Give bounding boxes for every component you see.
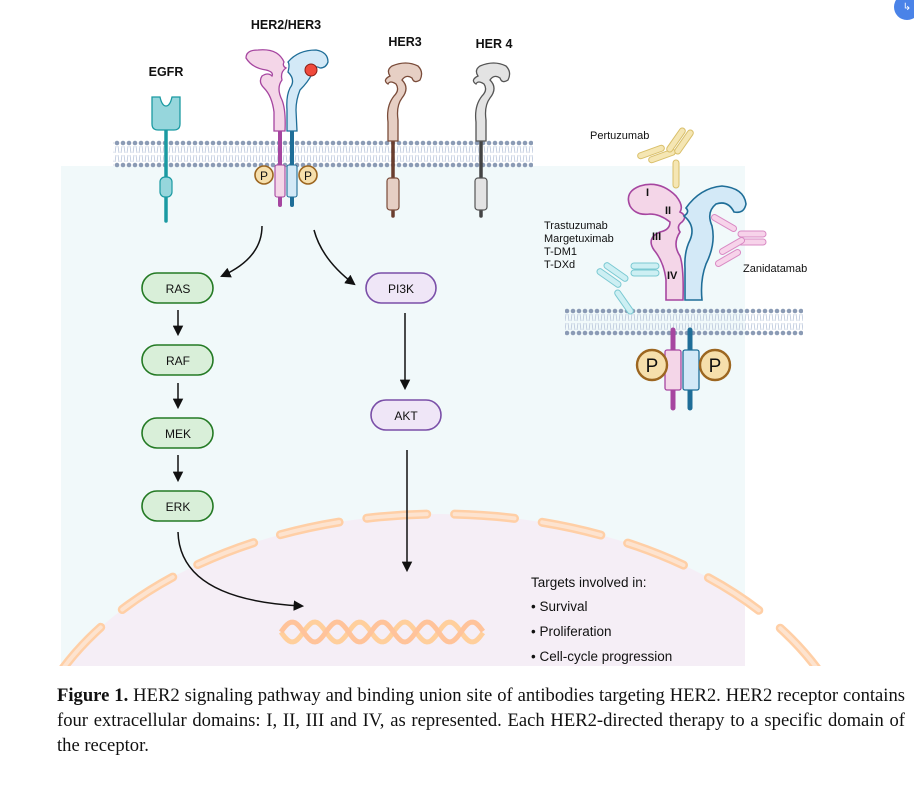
figure-caption: Figure 1. HER2 signaling pathway and bin… xyxy=(57,683,905,758)
svg-text:ERK: ERK xyxy=(166,500,191,514)
label-egfr: EGFR xyxy=(149,65,184,79)
node-ras: RAS xyxy=(141,272,214,304)
egfr-receptor xyxy=(151,96,181,223)
label-tdxd: T-DXd xyxy=(544,259,575,271)
overlay-action-button[interactable]: ↳ xyxy=(894,0,914,20)
svg-text:P: P xyxy=(304,169,312,183)
caption-label: Figure 1. xyxy=(57,685,129,706)
arrow-erk-dna xyxy=(177,531,305,611)
node-erk: ERK xyxy=(141,490,214,522)
her2-signaling-figure: EGFR HER2/HER3 HER3 HER 4 P P xyxy=(59,18,821,666)
phospho-icon: P xyxy=(298,165,318,185)
svg-text:P: P xyxy=(646,356,659,377)
her3-receptor xyxy=(384,62,423,218)
node-pi3k: PI3K xyxy=(365,272,437,304)
arrow-to-ras xyxy=(220,225,263,278)
targets-title: Targets involved in: xyxy=(531,575,647,590)
her4-receptor xyxy=(472,62,511,218)
node-mek: MEK xyxy=(141,417,214,449)
domain-label: II xyxy=(665,205,671,217)
her2-dimer-detail: P P I II III IV xyxy=(627,183,747,411)
dna-helix-icon xyxy=(278,619,486,645)
label-tdm1: T-DM1 xyxy=(544,246,577,258)
label-pertuzumab: Pertuzumab xyxy=(590,130,649,142)
trastuzumab-antibody-icon xyxy=(596,262,660,315)
label-her4: HER 4 xyxy=(476,37,513,51)
svg-text:AKT: AKT xyxy=(394,409,418,423)
ligand-icon xyxy=(304,63,318,77)
label-zanidatamab: Zanidatamab xyxy=(743,263,807,275)
domain-label: I xyxy=(646,187,649,199)
target-item: • Proliferation xyxy=(531,624,612,639)
phospho-icon: P xyxy=(635,348,669,382)
svg-text:RAF: RAF xyxy=(166,354,190,368)
label-trastuzumab: Trastuzumab xyxy=(544,220,608,232)
node-akt: AKT xyxy=(370,399,442,431)
svg-text:P: P xyxy=(709,356,722,377)
target-item: • Survival xyxy=(531,599,588,614)
svg-text:PI3K: PI3K xyxy=(388,282,414,296)
overlay-icon: ↳ xyxy=(902,1,912,13)
caption-text: HER2 signaling pathway and binding union… xyxy=(57,685,905,756)
phospho-icon: P xyxy=(254,165,274,185)
svg-text:MEK: MEK xyxy=(165,427,191,441)
plasma-membrane-right xyxy=(565,308,803,336)
target-item: • Cell-cycle progression xyxy=(531,649,672,664)
arrow-to-pi3k xyxy=(313,229,356,286)
phospho-icon: P xyxy=(698,348,732,382)
svg-text:P: P xyxy=(260,169,268,183)
label-margetuximab: Margetuximab xyxy=(544,233,614,245)
domain-label: III xyxy=(652,231,661,243)
label-her3: HER3 xyxy=(388,35,421,49)
domain-label: IV xyxy=(667,270,678,282)
her2-her3-dimer: P P xyxy=(245,49,329,207)
plasma-membrane-top xyxy=(113,140,533,168)
zanidatamab-antibody-icon xyxy=(710,214,767,267)
svg-text:RAS: RAS xyxy=(166,282,191,296)
node-raf: RAF xyxy=(141,344,214,376)
label-her2-her3: HER2/HER3 xyxy=(251,18,321,32)
pertuzumab-antibody-icon xyxy=(637,127,694,189)
